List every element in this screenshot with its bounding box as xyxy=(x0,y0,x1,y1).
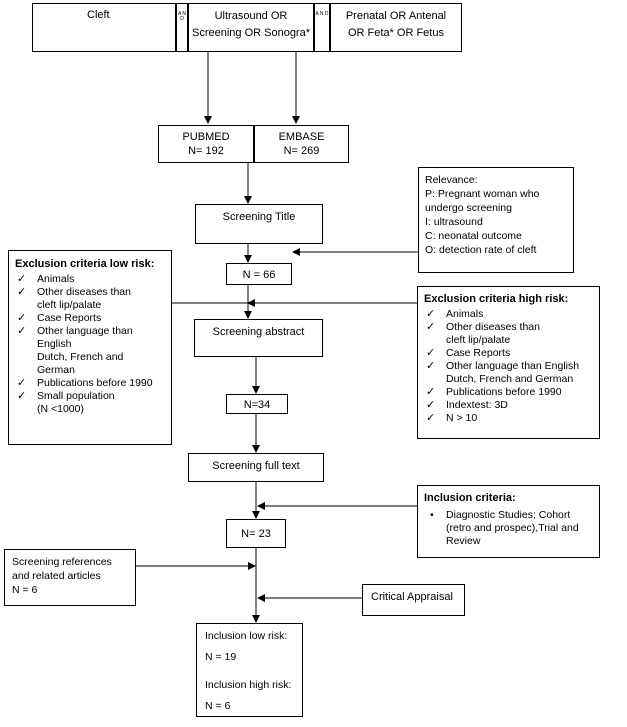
n34-label: N=34 xyxy=(243,399,271,411)
embase-name: EMBASE xyxy=(278,131,325,143)
exclusion-low-item: Case Reports xyxy=(15,312,167,325)
database-embase: EMBASE N= 269 xyxy=(254,125,349,163)
exclusion-low-title: Exclusion criteria low risk: xyxy=(15,258,155,270)
search-cleft-label: Cleft xyxy=(87,9,110,21)
screening-title-label: Screening Title xyxy=(222,211,296,223)
critical-appraisal-label: Critical Appraisal xyxy=(371,591,453,603)
final-high-label: Inclusion high risk: xyxy=(205,679,292,691)
pubmed-count: N= 192 xyxy=(188,145,224,157)
pubmed-name: PUBMED xyxy=(182,131,230,143)
screening-title-box: Screening Title xyxy=(195,204,323,244)
exclusion-low-item: Animals xyxy=(15,273,167,286)
exclusion-high-item: Other language than English xyxy=(424,360,595,373)
and-connector-1: A N D xyxy=(176,3,188,52)
relevance-line: I: ultrasound xyxy=(425,216,483,228)
exclusion-low-item: Publications before 1990 xyxy=(15,377,167,390)
count-n66: N = 66 xyxy=(226,263,292,285)
references-line: N = 6 xyxy=(12,584,38,596)
relevance-line: undergo screening xyxy=(425,202,512,214)
final-inclusion-box: Inclusion low risk: N = 19 Inclusion hig… xyxy=(196,623,303,717)
exclusion-high-list: Animals Other diseases than cleft lip/pa… xyxy=(424,308,595,425)
exclusion-high-title: Exclusion criteria high risk: xyxy=(424,293,569,305)
references-box: Screening references and related article… xyxy=(4,549,136,606)
inclusion-criteria-box: Inclusion criteria: Diagnostic Studies; … xyxy=(417,485,600,558)
relevance-line: C: neonatal outcome xyxy=(425,230,522,242)
inclusion-line: Diagnostic Studies; Cohort xyxy=(446,509,571,521)
screening-fulltext-label: Screening full text xyxy=(212,460,300,472)
inclusion-line: Review xyxy=(446,535,481,547)
exclusion-low-item: Small population xyxy=(15,390,167,403)
relevance-title: Relevance: xyxy=(425,174,478,186)
embase-count: N= 269 xyxy=(283,145,320,157)
relevance-line: P: Pregnant woman who xyxy=(425,188,540,200)
ultrasound-line2: Screening OR Sonogra* xyxy=(191,27,310,39)
exclusion-low-item: Other language than xyxy=(15,325,167,338)
inclusion-item: Diagnostic Studies; Cohort (retro and pr… xyxy=(424,509,595,548)
exclusion-low-item: cleft lip/palate xyxy=(37,299,102,311)
inclusion-line: (retro and prospec),Trial and xyxy=(446,522,579,534)
count-n23: N= 23 xyxy=(226,519,286,548)
prenatal-line2: OR Feta* OR Fetus xyxy=(348,27,444,39)
screening-abstract-box: Screening abstract xyxy=(194,319,323,357)
search-term-ultrasound: Ultrasound OR Screening OR Sonogra* xyxy=(188,3,314,52)
final-high-count: N = 6 xyxy=(205,700,231,712)
prenatal-line1: Prenatal OR Antenal xyxy=(345,10,447,22)
inclusion-list: Diagnostic Studies; Cohort (retro and pr… xyxy=(424,509,595,548)
final-low-count: N = 19 xyxy=(205,651,237,663)
exclusion-low-item: English xyxy=(37,338,72,350)
screening-abstract-label: Screening abstract xyxy=(212,326,305,338)
database-pubmed: PUBMED N= 192 xyxy=(158,125,254,163)
relevance-line: O: detection rate of cleft xyxy=(425,244,537,256)
exclusion-low-list: Animals Other diseases than cleft lip/pa… xyxy=(15,273,167,416)
references-line: Screening references xyxy=(12,556,112,568)
screening-fulltext-box: Screening full text xyxy=(188,453,324,482)
n23-label: N= 23 xyxy=(241,528,271,540)
ultrasound-line1: Ultrasound OR xyxy=(214,10,288,22)
exclusion-high-item: N > 10 xyxy=(424,412,595,425)
count-n34: N=34 xyxy=(226,394,288,414)
exclusion-low-item: (N <1000) xyxy=(37,403,84,415)
critical-appraisal-box: Critical Appraisal xyxy=(362,584,465,616)
exclusion-high-item: Case Reports xyxy=(424,347,595,360)
exclusion-low-item: Dutch, French and xyxy=(37,351,124,363)
relevance-box: Relevance: P: Pregnant woman who undergo… xyxy=(418,167,574,273)
exclusion-low-item: German xyxy=(37,364,75,376)
inclusion-title: Inclusion criteria: xyxy=(424,492,516,504)
exclusion-high-risk-box: Exclusion criteria high risk: Animals Ot… xyxy=(417,286,600,439)
exclusion-high-item: Indextest: 3D xyxy=(424,399,595,412)
exclusion-low-risk-box: Exclusion criteria low risk: Animals Oth… xyxy=(8,250,172,445)
exclusion-high-item: Publications before 1990 xyxy=(424,386,595,399)
references-line: and related articles xyxy=(12,570,101,582)
exclusion-high-item: Animals xyxy=(424,308,595,321)
and-label-2: A N D xyxy=(315,11,329,17)
exclusion-high-item: Other diseases than xyxy=(424,321,595,334)
exclusion-high-item: Dutch, French and German xyxy=(446,373,574,385)
final-low-label: Inclusion low risk: xyxy=(205,630,288,642)
search-term-cleft: Cleft xyxy=(32,3,176,52)
exclusion-low-item: Other diseases than xyxy=(15,286,167,299)
exclusion-high-item: cleft lip/palate xyxy=(446,334,511,346)
search-term-prenatal: Prenatal OR Antenal OR Feta* OR Fetus xyxy=(330,3,462,52)
and-connector-2: A N D xyxy=(314,3,330,52)
n66-label: N = 66 xyxy=(242,269,276,281)
and-label-1: A N D xyxy=(177,11,187,22)
